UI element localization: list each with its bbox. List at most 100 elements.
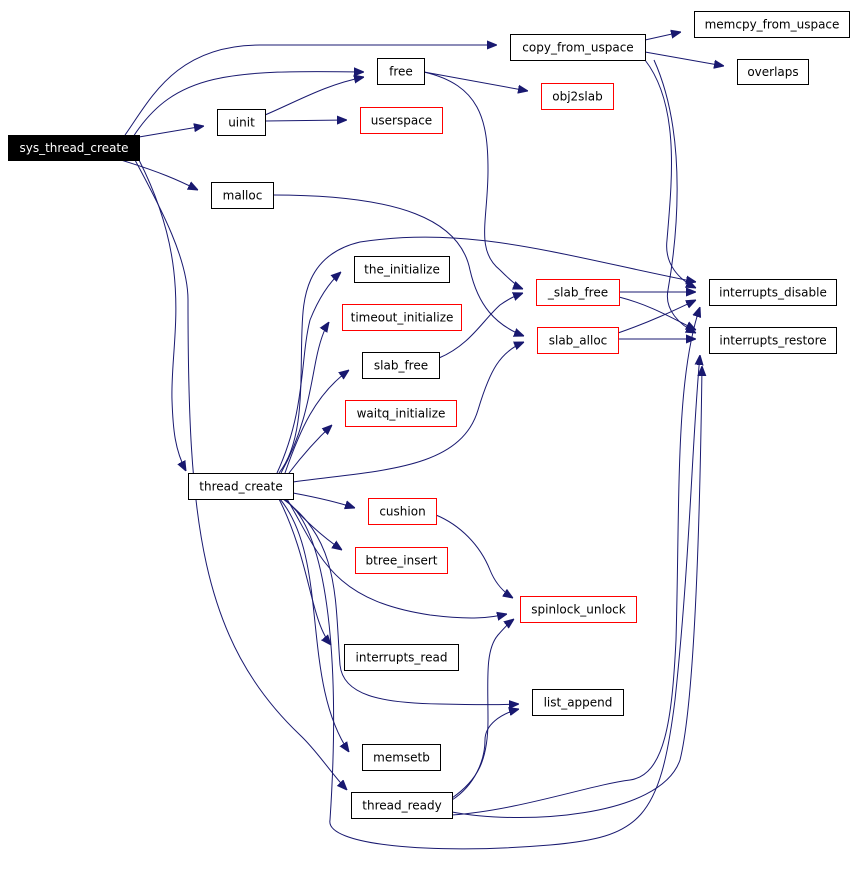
edge-thread-create-to-spinlock-unlock: [286, 498, 507, 618]
node--slab-free[interactable]: _slab_free: [536, 279, 620, 306]
node-waitq-initialize[interactable]: waitq_initialize: [345, 400, 457, 427]
edge-copy-from-uspace-to-overlaps: [644, 51, 724, 66]
node-sys-thread-create[interactable]: sys_thread_create: [8, 135, 140, 161]
node-label: spinlock_unlock: [531, 603, 626, 617]
edge-thread-create-to-memsetb: [279, 498, 349, 752]
edge-uinit-to-free: [264, 77, 364, 116]
node-box: [217, 109, 266, 136]
node-cushion[interactable]: cushion: [368, 498, 437, 525]
node-spinlock-unlock[interactable]: spinlock_unlock: [520, 596, 637, 623]
edge-malloc-to-slab-alloc: [272, 194, 524, 336]
node-label: sys_thread_create: [19, 141, 128, 155]
node-box: [537, 327, 619, 354]
node-box: [737, 59, 809, 85]
edge-layer: [120, 32, 724, 850]
node-label: the_initialize: [364, 263, 440, 277]
node-label: slab_alloc: [549, 334, 608, 348]
node-timeout-initialize[interactable]: timeout_initialize: [342, 304, 462, 331]
edge-thread-create-to-interrupts-restore: [283, 355, 700, 850]
node-label: slab_free: [374, 359, 428, 373]
node-thread-ready[interactable]: thread_ready: [351, 792, 453, 819]
node-box: [709, 279, 837, 306]
node-btree-insert[interactable]: btree_insert: [355, 547, 448, 574]
node-malloc[interactable]: malloc: [211, 182, 274, 209]
edge-copy-from-uspace-to-interrupts-restore: [653, 59, 696, 333]
edge-sys-thread-create-to-copy-from-uspace: [124, 45, 497, 136]
edge-thread-create-to-interrupts-disable: [278, 236, 696, 474]
node-free[interactable]: free: [377, 58, 425, 85]
edge-thread-create-to-timeout-initialize: [280, 322, 329, 474]
node-label: _slab_free: [547, 286, 608, 300]
node-slab-free[interactable]: slab_free: [362, 352, 440, 379]
node-box: [377, 58, 425, 85]
node-layer: sys_thread_create copy_from_uspace memcpy_…: [8, 11, 850, 819]
node-box: [355, 547, 448, 574]
node-label: obj2slab: [552, 90, 602, 104]
node-box: [541, 83, 614, 110]
node-box: [345, 400, 457, 427]
edge-thread-create-to-slab-free: [284, 370, 349, 474]
edge-copy-from-uspace-to-memcpy-from-uspace: [644, 32, 681, 41]
edge-thread-ready-to-list-append: [451, 709, 519, 801]
node-label: memsetb: [373, 751, 430, 765]
node-thread-create[interactable]: thread_create: [188, 473, 294, 500]
node-label: userspace: [371, 114, 432, 128]
node-label: memcpy_from_uspace: [705, 18, 840, 32]
node-label: timeout_initialize: [351, 311, 454, 325]
edge-cushion-to-spinlock-unlock: [435, 514, 513, 598]
node-box: [362, 352, 440, 379]
node-overlaps[interactable]: overlaps: [737, 59, 809, 85]
node-the-initialize[interactable]: the_initialize: [354, 256, 450, 283]
node-label: thread_ready: [362, 799, 441, 813]
edge-thread-create-to-waitq-initialize: [288, 425, 332, 474]
node-box: [362, 744, 441, 771]
edge-thread-create-to-list-append: [282, 498, 519, 705]
node-userspace[interactable]: userspace: [360, 107, 443, 134]
node-list-append[interactable]: list_append: [532, 689, 624, 716]
edge-thread-create-to-btree-insert: [284, 498, 342, 550]
edge-thread-ready-to-spinlock-unlock: [451, 619, 514, 799]
node-uinit[interactable]: uinit: [217, 109, 266, 136]
node-label: copy_from_uspace: [522, 41, 633, 55]
node-box: [510, 34, 646, 61]
node-label: list_append: [544, 696, 613, 710]
node-box: [188, 473, 294, 500]
node-label: uinit: [228, 116, 255, 130]
node-copy-from-uspace[interactable]: copy_from_uspace: [510, 34, 646, 61]
edge-sys-thread-create-to-uinit: [138, 126, 204, 138]
node-label: malloc: [223, 189, 263, 203]
node-box: [351, 792, 453, 819]
node-box: [342, 304, 462, 331]
node-label: free: [389, 65, 413, 79]
edge-thread-create-to-slab-alloc: [292, 342, 524, 483]
node-box: [694, 11, 850, 38]
node-box: [211, 182, 274, 209]
node-interrupts-restore[interactable]: interrupts_restore: [709, 327, 837, 354]
node-interrupts-read[interactable]: interrupts_read: [344, 644, 459, 671]
edge-free-to--slab-free: [423, 71, 523, 289]
node-memsetb[interactable]: memsetb: [362, 744, 441, 771]
edge-thread-create-to-the-initialize: [276, 272, 341, 474]
node-label: waitq_initialize: [357, 407, 446, 421]
edge-thread-ready-to-interrupts-disable: [451, 307, 700, 816]
edge-slab-alloc-to-interrupts-disable: [617, 300, 696, 334]
node-box: [344, 644, 459, 671]
edge-sys-thread-create-to-free: [132, 72, 364, 138]
node-box: [520, 596, 637, 623]
node-slab-alloc[interactable]: slab_alloc: [537, 327, 619, 354]
node-obj2slab[interactable]: obj2slab: [541, 83, 614, 110]
edge-thread-create-to-cushion: [292, 492, 355, 508]
node-memcpy-from-uspace[interactable]: memcpy_from_uspace: [694, 11, 850, 38]
edge-thread-ready-to-interrupts-restore: [451, 366, 702, 818]
node-box: [354, 256, 450, 283]
edge-sys-thread-create-to-thread-create: [138, 159, 186, 471]
node-label: interrupts_restore: [719, 334, 826, 348]
node-label: btree_insert: [366, 554, 438, 568]
edge-copy-from-uspace-to-interrupts-disable: [644, 59, 696, 288]
edge--slab-free-to-interrupts-restore: [618, 296, 696, 330]
node-box: [360, 107, 443, 134]
node-interrupts-disable[interactable]: interrupts_disable: [709, 279, 837, 306]
node-label: cushion: [379, 505, 425, 519]
edge-slab-free-to--slab-free: [438, 293, 523, 359]
